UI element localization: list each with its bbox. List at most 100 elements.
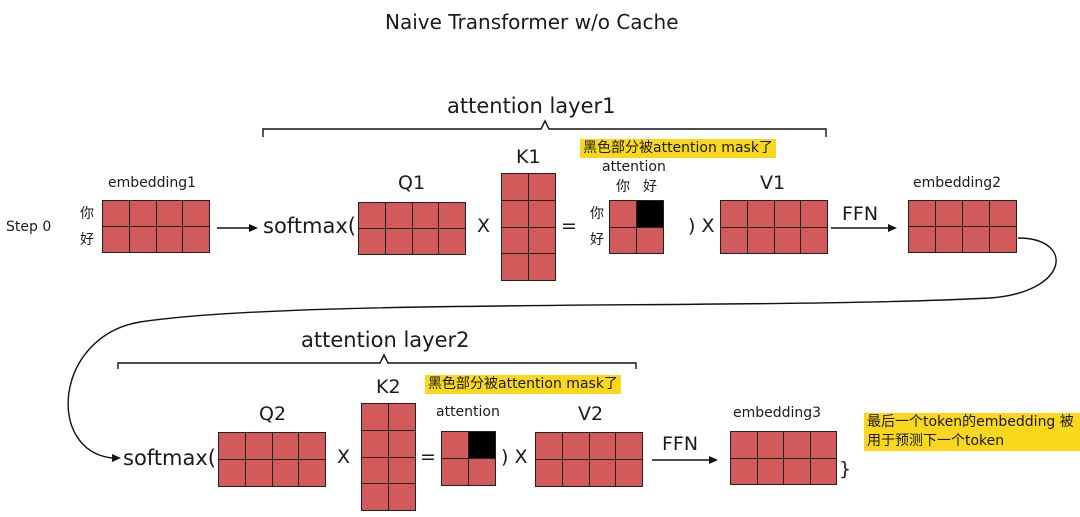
v1-label: V1 — [760, 172, 786, 194]
matrix-cell — [502, 227, 528, 254]
matrix-cell — [721, 201, 747, 227]
times-op: X — [477, 215, 491, 237]
matrix-cell — [616, 460, 642, 486]
matrix-cell — [412, 229, 439, 254]
matrix-cell — [757, 458, 783, 484]
embedding2-matrix — [908, 200, 1017, 253]
matrix-cell — [529, 200, 555, 227]
mask-note-1: 黑色部分被attention mask了 — [580, 139, 776, 158]
step-label: Step 0 — [6, 219, 52, 235]
matrix-cell — [183, 227, 209, 252]
final-token-note: 最后一个token的embedding 被用于预测下一个token — [864, 413, 1080, 451]
matrix-cell — [963, 227, 989, 252]
matrix-cell — [362, 457, 388, 484]
matrix-cell — [731, 458, 757, 484]
k2-label: K2 — [376, 376, 401, 398]
matrix-cell — [272, 460, 299, 486]
k2-matrix — [361, 403, 416, 511]
layer2-brace — [117, 353, 637, 369]
matrix-cell — [990, 227, 1016, 252]
attention-label-1: attention — [602, 159, 666, 175]
ffn-label-2: FFN — [662, 433, 699, 455]
matrix-cell — [385, 203, 412, 228]
embedding3-matrix — [730, 431, 837, 485]
matrix-cell — [219, 460, 245, 486]
matrix-cell — [362, 404, 388, 430]
matrix-cell — [469, 459, 495, 485]
v2-label: V2 — [578, 403, 604, 425]
matrix-cell — [502, 200, 528, 227]
mask-note-2: 黑色部分被attention mask了 — [425, 375, 621, 394]
matrix-cell — [784, 458, 810, 484]
loop-connector — [67, 237, 1057, 459]
matrix-cell — [610, 227, 636, 253]
close-times-op: ) X — [688, 215, 715, 237]
embedding1-label: embedding1 — [108, 175, 197, 191]
attn-col-token: 好 — [643, 179, 657, 195]
matrix-cell — [529, 254, 555, 280]
matrix-cell — [936, 227, 962, 252]
embedding2-label: embedding2 — [913, 175, 1002, 191]
matrix-cell — [529, 174, 555, 200]
embedding3-label: embedding3 — [733, 405, 822, 421]
close-times-op-2: ) X — [501, 446, 528, 468]
attention-matrix-2 — [441, 431, 496, 486]
matrix-cell — [156, 201, 183, 226]
matrix-cell — [359, 229, 385, 254]
equals-op-2: = — [420, 446, 436, 468]
matrix-cell — [909, 201, 935, 226]
layer1-brace — [262, 119, 827, 137]
matrix-cell — [129, 201, 156, 226]
matrix-cell — [990, 201, 1016, 226]
q1-label: Q1 — [398, 172, 426, 194]
matrix-cell — [637, 227, 663, 253]
matrix-cell — [442, 459, 468, 485]
matrix-cell — [774, 201, 801, 227]
page-title: Naive Transformer w/o Cache — [385, 10, 679, 34]
v2-matrix — [535, 432, 643, 487]
matrix-cell — [774, 227, 801, 253]
matrix-cell — [757, 432, 783, 458]
attn-col-token: 你 — [616, 179, 630, 195]
attention-label-2: attention — [436, 404, 500, 420]
matrix-cell — [731, 432, 757, 458]
masked-cell — [469, 432, 495, 458]
token-label: 你 — [80, 206, 94, 222]
k1-matrix — [501, 173, 556, 281]
v1-matrix — [720, 200, 828, 254]
matrix-cell — [810, 432, 836, 458]
matrix-cell — [909, 227, 935, 252]
matrix-cell — [439, 203, 465, 228]
matrix-cell — [129, 227, 156, 252]
matrix-cell — [721, 227, 747, 253]
k1-label: K1 — [516, 146, 541, 168]
matrix-cell — [385, 229, 412, 254]
matrix-cell — [103, 201, 129, 226]
matrix-cell — [502, 254, 528, 280]
attn-row-token: 你 — [590, 206, 604, 222]
matrix-cell — [389, 404, 415, 430]
matrix-cell — [299, 460, 325, 486]
ffn-label-1: FFN — [842, 203, 879, 225]
matrix-cell — [589, 460, 616, 486]
matrix-cell — [272, 433, 299, 459]
matrix-cell — [442, 432, 468, 458]
matrix-cell — [362, 484, 388, 510]
matrix-cell — [359, 203, 385, 228]
softmax-open-2: softmax( — [123, 446, 216, 470]
matrix-cell — [747, 201, 774, 227]
matrix-cell — [963, 201, 989, 226]
matrix-cell — [610, 201, 636, 227]
layer1-label: attention layer1 — [447, 94, 616, 118]
matrix-cell — [562, 460, 589, 486]
q2-matrix — [218, 432, 326, 487]
matrix-cell — [589, 433, 616, 459]
embedding1-matrix — [102, 200, 210, 253]
matrix-cell — [536, 433, 562, 459]
matrix-cell — [936, 201, 962, 226]
equals-op: = — [561, 215, 577, 237]
matrix-cell — [389, 457, 415, 484]
matrix-cell — [156, 227, 183, 252]
matrix-cell — [502, 174, 528, 200]
